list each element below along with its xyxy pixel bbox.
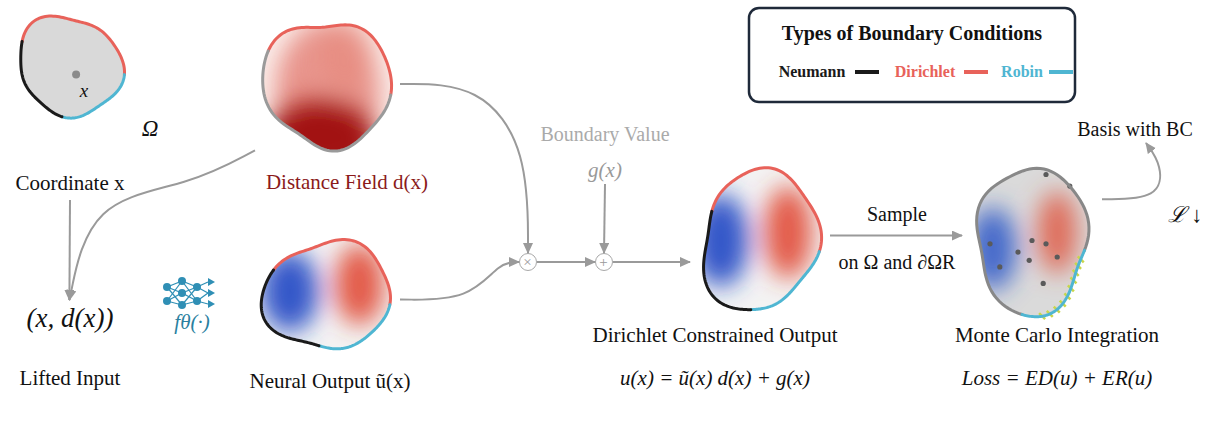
node-formula: Lifted Input	[20, 368, 121, 389]
point-label: x	[80, 81, 88, 100]
legend-swatch	[1049, 70, 1073, 74]
legend-label: Neumann	[779, 64, 846, 80]
boundary-shape	[255, 228, 400, 363]
boundary-shape	[9, 5, 131, 127]
node-caption: Dirichlet Constrained Output	[593, 325, 838, 346]
edge-label: Sample	[867, 204, 927, 224]
legend-title: Types of Boundary Conditions	[782, 23, 1042, 43]
domain-symbol: Ω	[142, 117, 159, 140]
node-caption: ×	[523, 254, 531, 269]
node-caption: Distance Field d(x)	[266, 172, 428, 193]
legend-label: Robin	[1001, 64, 1043, 80]
constrained-output-shape: Dirichlet Constrained Outputu(x) = ũ(x) …	[690, 158, 830, 323]
node-formula: g(x)	[588, 160, 622, 181]
node-formula: Loss = ED(u) + ER(u)	[962, 368, 1153, 389]
legend-swatch	[855, 70, 879, 74]
legend-box	[749, 8, 1075, 102]
node-caption: Boundary Value	[540, 124, 669, 144]
boundary-shape	[690, 158, 830, 323]
node-caption: (x, d(x))	[27, 305, 114, 332]
add-operator: +	[595, 253, 613, 271]
distance-field-shape: Distance Field d(x)	[255, 5, 400, 163]
basis-output-label: Basis with BC	[1080, 115, 1190, 143]
node-caption: Monte Carlo Integration	[955, 325, 1159, 346]
flow-arrow	[400, 262, 519, 300]
boundary-shape	[255, 5, 400, 163]
network-label: fθ(·)	[174, 312, 209, 333]
network-icon	[163, 277, 215, 309]
boundary-shape	[962, 158, 1102, 323]
node-caption: Coordinate x	[15, 173, 124, 194]
node-caption: +	[599, 254, 607, 269]
flow-arrow	[604, 184, 605, 253]
flow-arrow	[1102, 143, 1160, 199]
lifted-input-box: (x, d(x)) Lifted Input	[5, 300, 145, 390]
monte-carlo-shape: Monte Carlo IntegrationLoss = ED(u) + ER…	[962, 158, 1102, 323]
legend-label: Dirichlet	[895, 64, 955, 80]
flow-arrow	[830, 235, 962, 237]
sampling-note: on Ω and ∂ΩR	[839, 252, 956, 272]
node-caption: Neural Output ũ(x)	[250, 371, 411, 392]
edge-label: ℒ ↓	[1168, 204, 1203, 226]
flow-arrow	[400, 84, 528, 253]
node-formula: u(x) = ũ(x) d(x) + g(x)	[620, 368, 810, 389]
neural-output-shape: Neural Output ũ(x)	[255, 228, 400, 363]
flow-arrow	[537, 261, 595, 263]
legend-swatch	[964, 70, 988, 74]
node-caption: Basis with BC	[1077, 119, 1193, 139]
flow-arrow	[69, 150, 255, 300]
flow-arrow	[68, 200, 71, 300]
flow-arrow	[613, 261, 690, 263]
multiply-operator: ×	[519, 253, 537, 271]
boundary-value-box: Boundary Valueg(x)	[545, 122, 665, 184]
input-domain-shape: Coordinate x	[5, 5, 135, 200]
